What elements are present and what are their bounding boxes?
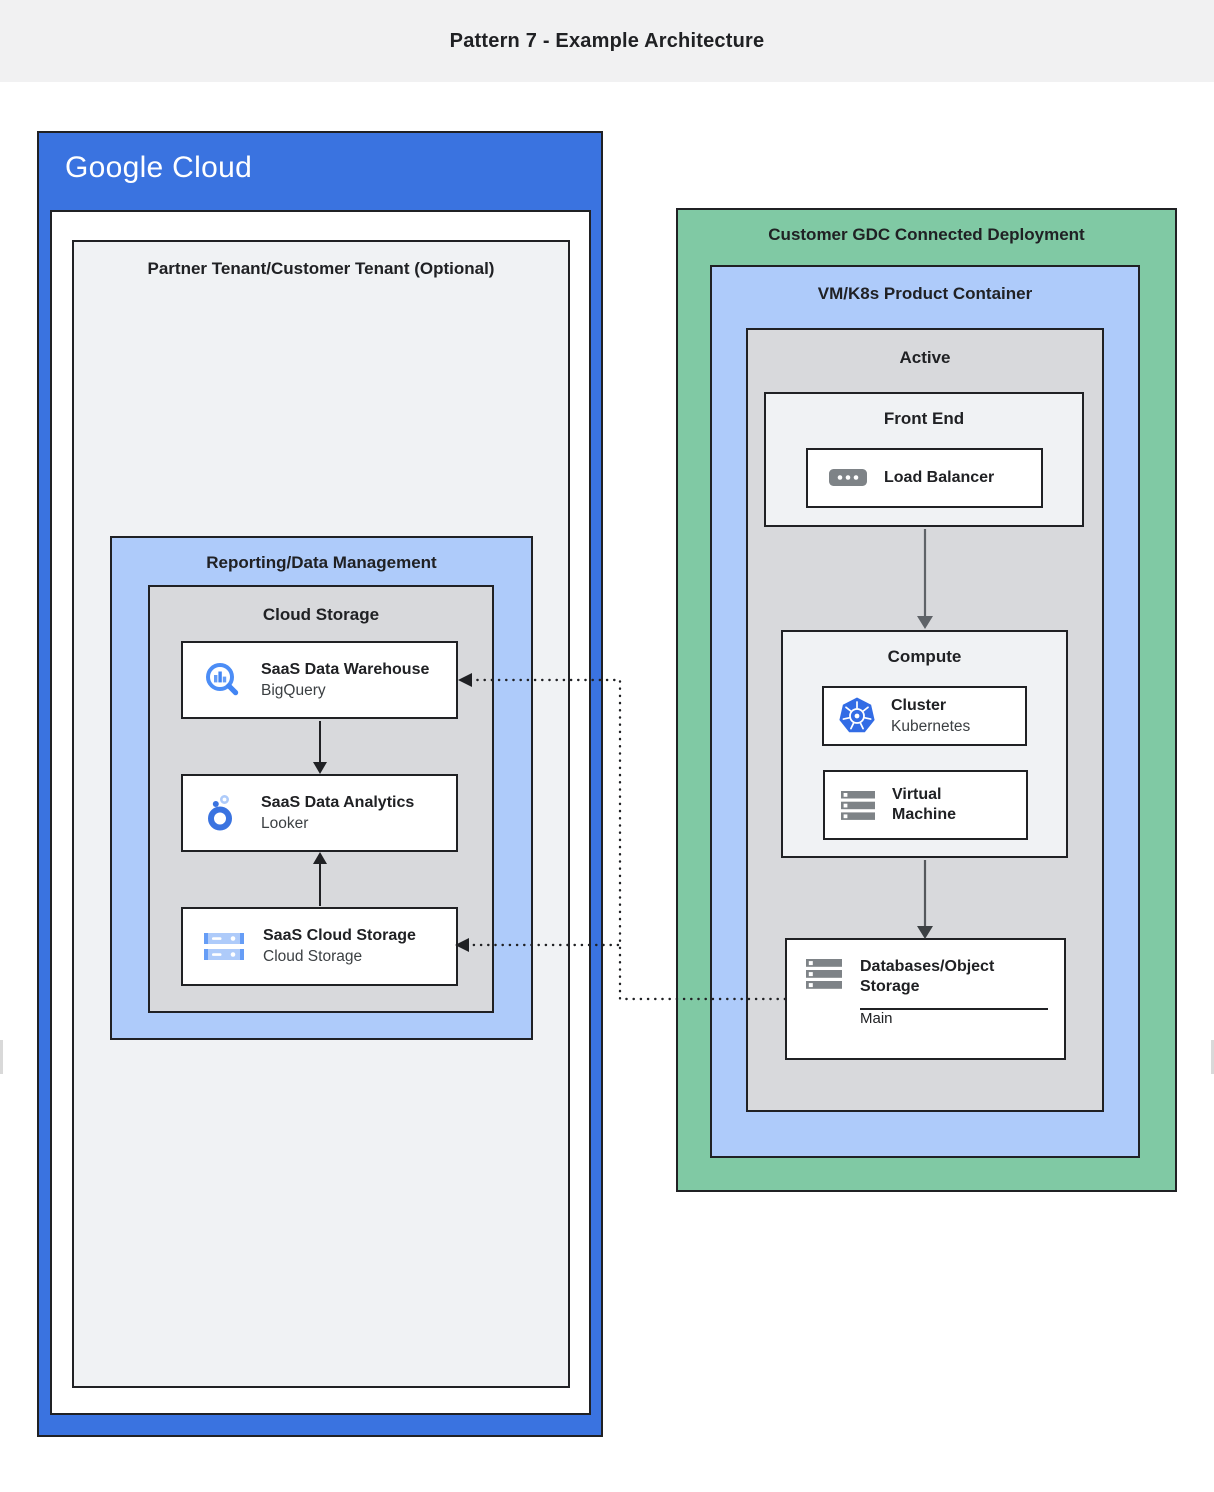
node-text: Virtual Machine — [892, 785, 992, 825]
google-cloud-container: Google Cloud Partner Tenant/Customer Ten… — [37, 131, 603, 1437]
node-saas-data-analytics: SaaS Data Analytics Looker — [181, 774, 458, 852]
node-subtitle: Kubernetes — [891, 717, 971, 735]
node-title: Load Balancer — [884, 469, 995, 486]
kubernetes-icon — [836, 696, 878, 736]
cloud-storage-group-panel: Cloud Storage — [148, 585, 494, 1013]
partner-tenant-label: Partner Tenant/Customer Tenant (Optional… — [147, 259, 495, 278]
node-title: Virtual Machine — [892, 786, 957, 823]
node-subtitle: Cloud Storage — [263, 948, 363, 966]
node-title: Databases/Object Storage — [860, 958, 995, 995]
vmk8s-product-container-panel: VM/K8s Product Container Active Front En… — [710, 265, 1140, 1158]
bigquery-icon — [203, 660, 243, 700]
title-bar: Pattern 7 - Example Architecture — [0, 0, 1214, 82]
node-title: Cluster — [891, 696, 947, 714]
divider — [860, 1008, 1048, 1010]
node-saas-cloud-storage: SaaS Cloud Storage Cloud Storage — [181, 907, 458, 986]
node-text: Databases/Object Storage Main — [860, 957, 1052, 1028]
db-section-label: Main — [860, 1010, 893, 1027]
node-title: SaaS Data Warehouse — [261, 660, 430, 678]
page-edge-artifact-left — [0, 1040, 3, 1074]
cloud-storage-icon — [201, 930, 247, 964]
google-cloud-inner-panel: Partner Tenant/Customer Tenant (Optional… — [50, 210, 591, 1415]
compute-panel: Compute — [781, 630, 1068, 858]
node-text: SaaS Data Analytics Looker — [261, 793, 414, 833]
reporting-data-management-panel: Reporting/Data Management Cloud Storage — [110, 536, 533, 1040]
node-subtitle: BigQuery — [261, 681, 326, 699]
active-label: Active — [899, 348, 951, 367]
node-title: SaaS Data Analytics — [261, 793, 415, 811]
active-panel: Active Front End L — [746, 328, 1104, 1112]
node-virtual-machine: Virtual Machine — [823, 770, 1028, 840]
virtual-machine-icon — [839, 789, 877, 822]
node-title: SaaS Cloud Storage — [263, 927, 416, 945]
cloud-storage-group-label: Cloud Storage — [262, 605, 380, 624]
node-databases-object-storage: Databases/Object Storage Main — [785, 938, 1066, 1060]
partner-tenant-panel: Partner Tenant/Customer Tenant (Optional… — [72, 240, 570, 1388]
page-edge-artifact-right — [1211, 1040, 1214, 1074]
node-text: SaaS Cloud Storage Cloud Storage — [263, 926, 416, 966]
databases-icon — [804, 957, 844, 991]
node-cluster: Cluster Kubernetes — [822, 686, 1027, 746]
node-load-balancer: Load Balancer — [806, 448, 1043, 508]
reporting-label: Reporting/Data Management — [206, 553, 437, 572]
node-text: Load Balancer — [884, 468, 994, 488]
node-text: Cluster Kubernetes — [891, 696, 970, 736]
load-balancer-icon — [828, 468, 868, 488]
node-text: SaaS Data Warehouse BigQuery — [261, 660, 429, 700]
diagram-title: Pattern 7 - Example Architecture — [449, 29, 765, 52]
google-cloud-logo: Google Cloud — [65, 151, 253, 184]
node-saas-data-warehouse: SaaS Data Warehouse BigQuery — [181, 641, 458, 719]
node-subtitle: Looker — [261, 814, 309, 832]
looker-icon — [203, 793, 243, 833]
vmk8s-label: VM/K8s Product Container — [817, 284, 1033, 303]
front-end-panel: Front End Load Balancer — [764, 392, 1084, 527]
compute-label: Compute — [887, 647, 962, 666]
customer-gdc-container: Customer GDC Connected Deployment VM/K8s… — [676, 208, 1177, 1192]
customer-gdc-label: Customer GDC Connected Deployment — [768, 225, 1085, 244]
front-end-label: Front End — [883, 409, 965, 428]
